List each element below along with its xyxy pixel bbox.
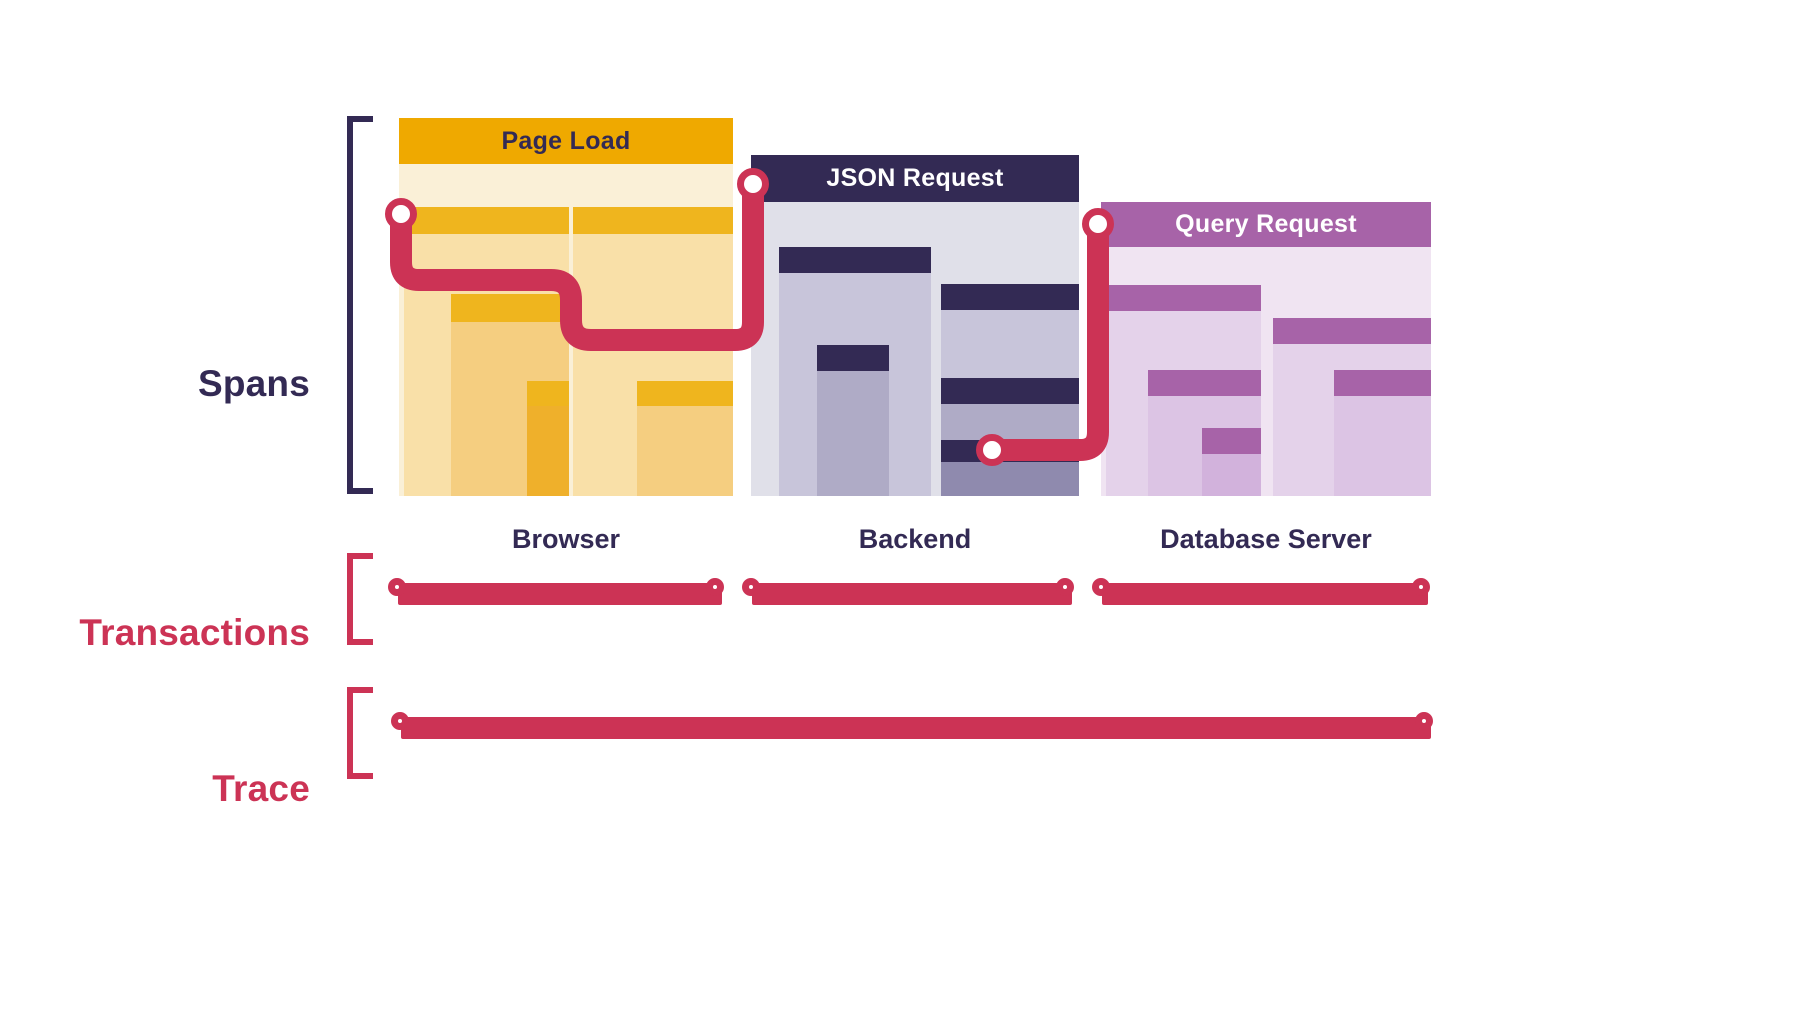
transaction-bar-database <box>1102 583 1428 605</box>
service-name-database: Database Server <box>1160 524 1372 554</box>
backend-span-head <box>817 345 889 371</box>
service-name-backend: Backend <box>858 524 972 554</box>
transaction-dot-database-start <box>1092 578 1110 596</box>
database-span-head <box>1273 318 1431 344</box>
transaction-dot-browser-start <box>388 578 406 596</box>
backend-span-head <box>779 247 931 273</box>
database-span-head <box>1334 370 1431 396</box>
trace-row-label: Trace <box>212 768 310 809</box>
transaction-dot-backend-start <box>742 578 760 596</box>
transaction-bar-backend <box>752 583 1072 605</box>
connector-dot-backend-start <box>737 168 769 200</box>
connector-dot-backend-end <box>976 434 1008 466</box>
transactions-row-label: Transactions <box>79 612 310 653</box>
database-span-head <box>1148 370 1261 396</box>
transaction-dot-database-end <box>1412 578 1430 596</box>
browser-span-bar <box>637 381 733 496</box>
browser-span-head <box>404 207 569 234</box>
connector-dot-database-start <box>1082 208 1114 240</box>
service-database: Query Request <box>1101 202 1431 496</box>
browser-span-head <box>573 207 733 234</box>
spans-row-label: Spans <box>197 363 310 404</box>
service-browser: Page Load <box>399 118 733 496</box>
database-span-bar <box>1202 428 1261 496</box>
trace-dot-end <box>1415 712 1433 730</box>
browser-span-bar <box>527 381 569 496</box>
browser-span-head <box>451 294 569 322</box>
database-transaction-title: Query Request <box>1101 202 1431 247</box>
backend-span-bar <box>941 440 1079 496</box>
service-name-browser: Browser <box>511 524 621 554</box>
database-span-head <box>1202 428 1261 454</box>
transaction-dot-backend-end <box>1056 578 1074 596</box>
connector-dot-browser-start <box>385 198 417 230</box>
backend-transaction-title: JSON Request <box>751 155 1079 202</box>
service-backend: JSON Request <box>751 155 1079 496</box>
backend-span-bar <box>817 345 889 496</box>
backend-span-head <box>941 440 1079 462</box>
trace-bar <box>401 717 1431 739</box>
transaction-bar-browser <box>398 583 722 605</box>
trace-bracket <box>347 687 373 779</box>
database-span-head <box>1106 285 1261 311</box>
spans-bracket <box>347 116 373 494</box>
browser-span-head <box>527 381 569 406</box>
browser-span-head <box>637 381 733 406</box>
browser-transaction-title: Page Load <box>399 118 733 164</box>
backend-span-head <box>941 378 1079 404</box>
transaction-dot-browser-end <box>706 578 724 596</box>
database-span-bar <box>1334 370 1431 496</box>
backend-span-head <box>941 284 1079 310</box>
trace-dot-start <box>391 712 409 730</box>
transactions-bracket <box>347 553 373 645</box>
